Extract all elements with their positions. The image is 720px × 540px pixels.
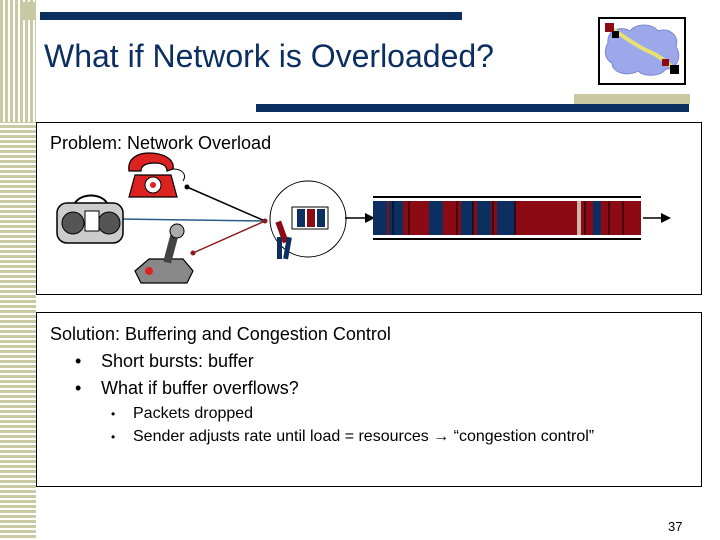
header-rule — [256, 104, 689, 112]
radio-link — [118, 218, 266, 222]
solution-bullet-list: Short bursts: buffer What if buffer over… — [65, 351, 299, 405]
list-item: Packets dropped — [107, 405, 594, 428]
decorative-stripe-block — [0, 0, 36, 122]
header-rule-accent — [574, 94, 690, 104]
solution-box: Solution: Buffering and Congestion Contr… — [36, 312, 702, 487]
telephone-icon — [128, 152, 186, 198]
joystick-icon — [134, 223, 194, 284]
title-rule — [40, 12, 462, 20]
title-rule-accent — [20, 2, 36, 20]
joystick-link — [192, 220, 266, 254]
problem-heading: Problem: Network Overload — [50, 133, 272, 153]
slide-title: What if Network is Overloaded? — [44, 38, 494, 74]
solution-heading: Solution: Buffering and Congestion Contr… — [50, 324, 391, 344]
outgoing-link — [373, 196, 641, 240]
phone-link — [186, 186, 266, 222]
list-item: Sender adjusts rate until load = resourc… — [107, 428, 594, 451]
radio-icon — [56, 194, 124, 244]
page-number: 37 — [668, 519, 683, 534]
solution-sub-bullet-list: Packets dropped Sender adjusts rate unti… — [107, 405, 594, 451]
dropped-packet-icon — [275, 220, 292, 260]
network-overload-diagram — [56, 152, 671, 284]
list-item: What if buffer overflows? — [65, 378, 299, 405]
problem-box: Problem: Network Overload — [36, 122, 702, 295]
list-item: Short bursts: buffer — [65, 351, 299, 378]
network-cloud-logo — [598, 17, 686, 85]
